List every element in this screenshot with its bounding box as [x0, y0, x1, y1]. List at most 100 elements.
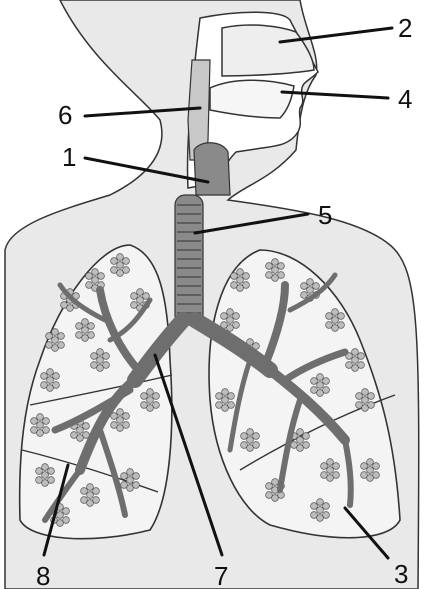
alveolus — [42, 472, 49, 479]
alveolus — [243, 273, 250, 280]
alveolus — [117, 417, 124, 424]
alveolus — [31, 418, 38, 425]
alveolus — [127, 485, 134, 492]
alveolus — [311, 503, 318, 510]
alveolus — [272, 495, 279, 502]
alveolus — [41, 373, 48, 380]
alveolus — [253, 433, 260, 440]
alveolus — [327, 459, 334, 466]
alveolus — [82, 335, 89, 342]
alveolus — [82, 327, 89, 334]
alveolus — [81, 488, 88, 495]
label-8: 8 — [36, 561, 50, 589]
alveolus — [272, 479, 279, 486]
label-5: 5 — [318, 200, 332, 230]
alveolus — [228, 393, 235, 400]
alveolus — [368, 393, 375, 400]
alveolus — [221, 313, 228, 320]
oral-cavity — [210, 80, 294, 118]
alveolus — [57, 520, 64, 527]
alveolus — [63, 508, 70, 515]
alveolus — [137, 289, 144, 296]
alveolus — [266, 263, 273, 270]
label-7: 7 — [214, 561, 228, 589]
alveolus — [216, 393, 223, 400]
alveolus — [237, 277, 244, 284]
alveolus — [367, 459, 374, 466]
alveolus — [352, 365, 359, 372]
alveolus — [301, 283, 308, 290]
alveolus — [117, 270, 124, 277]
alveolus — [297, 445, 304, 452]
alveolus — [87, 500, 94, 507]
alveolus — [77, 435, 84, 442]
alveolus — [307, 279, 314, 286]
alveolus — [87, 484, 94, 491]
alveolus — [352, 357, 359, 364]
alveolus — [317, 499, 324, 506]
label-1: 1 — [62, 142, 76, 172]
alveolus — [76, 323, 83, 330]
alveolus — [278, 263, 285, 270]
alveolus — [327, 475, 334, 482]
alveolus — [227, 325, 234, 332]
alveolus — [52, 345, 59, 352]
alveolus — [323, 378, 330, 385]
alveolus — [42, 480, 49, 487]
alveolus — [37, 430, 44, 437]
alveolus — [67, 305, 74, 312]
alveolus — [117, 425, 124, 432]
alveolus — [266, 483, 273, 490]
alveolus — [222, 397, 229, 404]
alveolus — [97, 357, 104, 364]
alveolus — [222, 389, 229, 396]
alveolus — [97, 349, 104, 356]
alveolus — [317, 374, 324, 381]
alveolus — [272, 267, 279, 274]
alveolus — [117, 409, 124, 416]
alveolus — [127, 469, 134, 476]
alveolus — [147, 389, 154, 396]
alveolus — [47, 377, 54, 384]
alveolus — [367, 467, 374, 474]
alveolus — [141, 393, 148, 400]
alveolus — [362, 405, 369, 412]
alveolus — [227, 309, 234, 316]
alveolus — [43, 418, 50, 425]
alveolus — [231, 273, 238, 280]
alveolus — [313, 283, 320, 290]
alveolus — [241, 433, 248, 440]
alveolus — [247, 429, 254, 436]
alveolus — [88, 323, 95, 330]
alveolus — [57, 512, 64, 519]
alveolus — [117, 254, 124, 261]
alveolus — [307, 287, 314, 294]
alveolus — [327, 467, 334, 474]
alveolus — [297, 429, 304, 436]
alveolus — [37, 422, 44, 429]
alveolus — [53, 373, 60, 380]
alveolus — [42, 464, 49, 471]
alveolus — [47, 385, 54, 392]
alveolus — [358, 353, 365, 360]
alveolus — [237, 285, 244, 292]
alveolus — [237, 269, 244, 276]
alveolus — [362, 397, 369, 404]
alveolus — [37, 414, 44, 421]
alveolus — [317, 515, 324, 522]
alveolus — [323, 503, 330, 510]
alveolus — [332, 309, 339, 316]
alveolus — [362, 389, 369, 396]
label-2: 2 — [398, 13, 412, 43]
alveolus — [48, 468, 55, 475]
alveolus — [247, 437, 254, 444]
alveolus — [93, 488, 100, 495]
alveolus — [317, 507, 324, 514]
alveolus — [123, 258, 130, 265]
alveolus — [97, 365, 104, 372]
alveolus — [272, 275, 279, 282]
alveolus — [98, 273, 105, 280]
alveolus — [131, 293, 138, 300]
alveolus — [227, 317, 234, 324]
